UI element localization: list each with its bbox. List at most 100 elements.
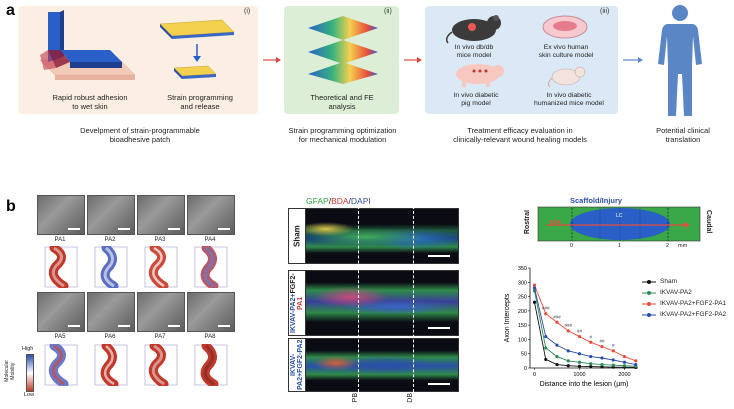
y-tick-label-7: 350	[518, 266, 527, 272]
x-axis-label: Distance into the lesion (µm)	[540, 381, 629, 388]
tem-image-pa1	[37, 195, 85, 235]
series-2-point-5	[589, 340, 593, 344]
series-3-point-5	[589, 354, 593, 359]
scale-bar-fgf2-pa2	[428, 383, 450, 385]
model-label-4: In vivo diabetic humanized mice model	[534, 92, 604, 107]
stage2-caption: Strain programming optimization for mech…	[288, 126, 397, 145]
significance-mark-1: ###	[553, 314, 561, 319]
stage1-caption: Develpment of strain-programmable bioadh…	[80, 126, 200, 145]
legend-item-fgf2-pa1: IKVAV-PA2+FGF2-PA1	[642, 300, 726, 307]
row-label-sham-text: Sham	[292, 225, 302, 247]
series-1-point-5	[589, 362, 593, 366]
pa-label-4: PA4	[204, 237, 216, 243]
stain-sep-1: /	[328, 196, 332, 206]
stain-gfap: GFAP	[306, 196, 329, 206]
legend-item-ikvav-pa2: IKVAV-PA2	[642, 289, 692, 296]
legend-label-fgf2-pa2: IKVAV-PA2+FGF2-PA2	[660, 311, 727, 318]
series-0-point-0	[532, 300, 537, 304]
pb-dashed-line	[358, 206, 359, 392]
row-label-fgf2-pa1: IKVAV-PA2+FGF2-PA1	[288, 270, 306, 336]
significance-mark-0: ###	[542, 306, 550, 311]
series-1-point-6	[600, 362, 604, 367]
fluor-image-fgf2-pa1	[305, 270, 459, 336]
series-0-point-1	[544, 357, 548, 362]
legend-marker-fgf2-pa1	[642, 301, 656, 306]
stage2-numeral: (ii)	[384, 8, 392, 15]
series-0-point-2	[555, 362, 559, 367]
fe-analysis-illustration	[308, 16, 378, 84]
lc-label: LC	[616, 213, 623, 219]
y-tick-label-0: 0	[524, 366, 527, 372]
legend-marker-fgf2-pa2	[642, 312, 656, 317]
mobility-scale-low: Low	[24, 392, 35, 398]
stain-dapi: DAPI	[350, 196, 371, 206]
molecular-model-pa7	[144, 344, 178, 386]
pa-label-3: PA3	[154, 237, 166, 243]
y-axis-label: Axon Intercepts	[504, 293, 511, 342]
y-tick-label-6: 300	[518, 280, 527, 286]
series-1-point-3	[566, 359, 570, 363]
tem-image-pa8	[187, 292, 235, 332]
series-3-point-4	[577, 352, 582, 356]
tem-image-pa6	[87, 292, 135, 332]
panel-b-letter: b	[6, 198, 16, 215]
fluor-image-fgf2-pa2	[305, 338, 459, 392]
series-2-point-2	[555, 320, 559, 324]
schematic-tick-1: 1	[618, 243, 622, 249]
series-line-0	[534, 302, 636, 368]
series-0-point-5	[589, 364, 593, 369]
molecular-model-pa3	[144, 246, 178, 288]
x-tick-label-1: 1000	[573, 372, 585, 378]
series-0-point-4	[577, 364, 582, 368]
series-line-3	[534, 287, 636, 366]
series-3-point-3	[566, 349, 570, 353]
pa-label-7: PA7	[154, 334, 166, 340]
scale-bar-fgf2-pa1	[428, 327, 450, 329]
row-label-fgf2-pa2: IKVAV-PA2+FGF2-PA2	[288, 338, 306, 392]
schematic-tick-2: 2	[666, 243, 670, 249]
mobility-scale-high: High	[22, 346, 34, 352]
tem-image-pa4	[187, 195, 235, 235]
skin-culture-dish-icon	[542, 15, 588, 39]
tem-image-pa3	[137, 195, 185, 235]
human-figure-icon	[658, 5, 702, 116]
molecular-model-pa6	[94, 344, 128, 386]
series-3-point-0	[532, 286, 537, 290]
series-2-point-4	[577, 334, 582, 339]
series-line-1	[534, 290, 636, 367]
legend-label-ikvav-pa2: IKVAV-PA2	[660, 289, 692, 296]
series-line-2	[534, 284, 636, 362]
pa-label-1: PA1	[54, 237, 66, 243]
legend-label-fgf2-pa1: IKVAV-PA2+FGF2-PA1	[660, 300, 727, 307]
pa-label-6: PA6	[104, 334, 116, 340]
series-1-point-8	[622, 364, 627, 368]
arrow-1-icon	[263, 57, 281, 63]
series-3-point-8	[622, 360, 627, 364]
series-3-point-6	[600, 356, 604, 360]
schematic-unit: mm	[678, 243, 688, 249]
db-db-mouse-icon	[445, 15, 501, 44]
series-2-point-6	[600, 344, 604, 349]
y-tick-label-4: 200	[518, 309, 527, 315]
series-2-point-9	[634, 359, 638, 363]
stain-sep-2: /	[348, 196, 351, 206]
significance-mark-4: #	[589, 334, 592, 339]
model-label-1: In vivo db/db mice model	[454, 44, 494, 59]
caudal-label: Caudal	[705, 210, 712, 234]
series-2-point-3	[566, 329, 570, 333]
y-tick-label-3: 150	[518, 323, 527, 329]
tem-image-pa5	[37, 292, 85, 332]
fluor-image-sham	[305, 208, 459, 264]
legend-item-fgf2-pa2: IKVAV-PA2+FGF2-PA2	[642, 311, 726, 318]
stage2-label: Theoretical and FE analysis	[310, 93, 374, 111]
scaffold-title: Scaffold/Injury	[570, 196, 623, 205]
stage1-label-right: Strain programming and release	[167, 93, 233, 111]
arrow-3-icon	[623, 57, 643, 63]
series-3-point-1	[544, 334, 548, 339]
significance-mark-6: #	[612, 343, 615, 348]
series-1-point-4	[577, 360, 582, 364]
molecular-model-pa8	[194, 344, 228, 386]
db-dashed-line	[413, 206, 414, 392]
molecular-model-pa1	[44, 246, 78, 288]
mobility-scale-title: Molecular Mobility	[4, 360, 16, 382]
